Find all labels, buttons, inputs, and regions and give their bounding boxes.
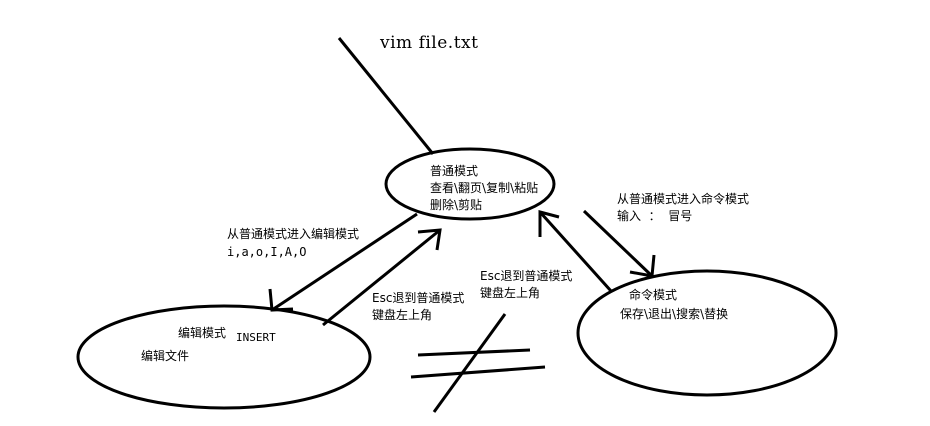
label-esc-from-command-2: 键盘左上角: [480, 286, 541, 300]
command-mode-ellipse: [576, 269, 838, 397]
arrow-normal-to-command: [582, 209, 656, 278]
label-esc-from-edit-2: 键盘左上角: [372, 308, 433, 322]
label-esc-from-edit-1: Esc退到普通模式: [372, 291, 465, 305]
edit-mode-desc: 编辑文件: [141, 349, 190, 363]
normal-mode-name: 普通模式: [430, 164, 479, 178]
title-pointer-line: [337, 37, 435, 155]
command-mode-desc: 保存\退出\搜索\替换: [620, 307, 729, 321]
normal-mode-desc-2: 删除\剪贴: [430, 198, 483, 212]
label-to-edit-2: i,a,o,I,A,O: [227, 245, 307, 259]
not-equal-symbol: [410, 313, 546, 413]
edit-mode-tag: INSERT: [236, 331, 276, 344]
label-to-command-2: 输入 ： 冒号: [617, 209, 693, 223]
arrow-normal-to-edit: [268, 212, 418, 312]
label-to-command-1: 从普通模式进入命令模式: [617, 192, 750, 206]
edit-mode-ellipse: [76, 304, 372, 410]
label-esc-from-command-1: Esc退到普通模式: [480, 269, 573, 283]
diagram-title: vim file.txt: [380, 33, 479, 53]
arrow-edit-to-normal: [322, 228, 442, 327]
normal-mode-ellipse: [384, 147, 556, 221]
arrow-command-to-normal: [538, 210, 613, 293]
label-to-edit-1: 从普通模式进入编辑模式: [227, 227, 360, 241]
normal-mode-desc-1: 查看\翻页\复制\粘贴: [430, 181, 539, 195]
edit-mode-name: 编辑模式: [178, 326, 227, 340]
command-mode-name: 命令模式: [629, 288, 678, 302]
